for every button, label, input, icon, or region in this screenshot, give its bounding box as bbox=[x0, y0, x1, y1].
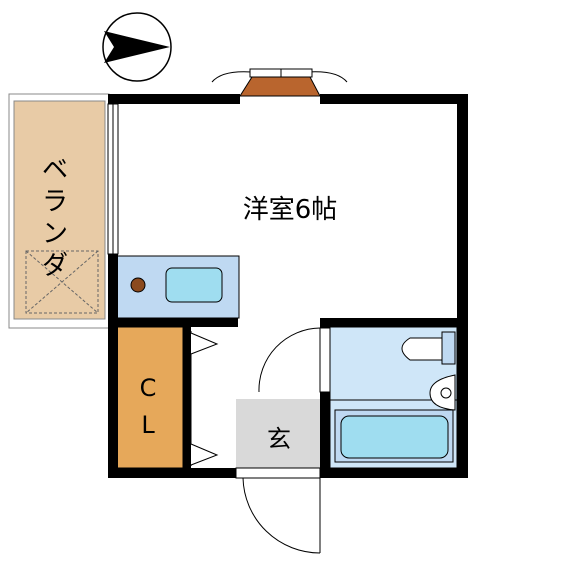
kitchen-counter bbox=[116, 255, 240, 319]
wall-bath-left-bottom bbox=[320, 392, 330, 478]
wall-kitchen-bottom bbox=[108, 318, 238, 327]
front-door-swing bbox=[242, 477, 321, 554]
window-left-arc bbox=[211, 71, 253, 83]
wall-left-upper bbox=[108, 254, 118, 478]
front-door-leaf bbox=[235, 467, 321, 479]
window-right-arc bbox=[306, 71, 348, 83]
veranda-label-char-4: ダ bbox=[42, 251, 68, 281]
aircon-unit bbox=[239, 76, 321, 97]
bathroom bbox=[329, 326, 458, 469]
entrance-floor bbox=[236, 399, 320, 468]
north-arrow-icon bbox=[104, 31, 170, 63]
stove-burner-icon bbox=[130, 277, 146, 293]
bathtub-inner bbox=[340, 415, 449, 459]
wall-top-left bbox=[108, 94, 240, 104]
wall-closet-right bbox=[183, 327, 191, 468]
wall-bath-left-top bbox=[320, 318, 330, 328]
veranda: ベ ラ ン ダ bbox=[8, 93, 110, 329]
wall-bath-top bbox=[320, 318, 468, 327]
wall-top-right bbox=[320, 94, 468, 104]
washbasin-drain bbox=[440, 387, 452, 399]
closet-label-line1: C bbox=[140, 374, 157, 402]
wall-bottom-right bbox=[320, 468, 468, 478]
veranda-label-char-1: ベ bbox=[42, 155, 68, 185]
closet-door-top bbox=[190, 332, 219, 355]
hatch-box bbox=[25, 250, 99, 314]
front-door bbox=[235, 467, 321, 554]
closet: C L bbox=[115, 326, 219, 469]
closet-door-bottom bbox=[190, 443, 219, 466]
closet-label-line2: L bbox=[141, 411, 155, 439]
hatch-diagonal-2 bbox=[25, 250, 99, 314]
toilet-bowl-icon bbox=[401, 337, 443, 361]
toilet-tank bbox=[441, 331, 456, 365]
washbasin-icon bbox=[429, 374, 456, 411]
western-room-label: 洋室6帖 bbox=[243, 195, 338, 225]
walls bbox=[108, 94, 468, 478]
veranda-label-char-2: ラ bbox=[42, 187, 68, 217]
veranda-floor bbox=[13, 100, 106, 320]
wall-right bbox=[457, 94, 468, 478]
bathroom-door-jamb bbox=[319, 327, 331, 393]
entrance-label: 玄 bbox=[267, 425, 291, 453]
top-window bbox=[211, 68, 348, 97]
wall-bottom-left bbox=[108, 468, 236, 478]
entrance: 玄 bbox=[236, 399, 320, 468]
veranda-label-char-3: ン bbox=[42, 219, 68, 249]
compass bbox=[102, 12, 172, 82]
bathroom-door-swing bbox=[258, 327, 321, 393]
sink-basin bbox=[165, 267, 223, 303]
bathroom-door bbox=[258, 327, 331, 393]
veranda-sliding-window bbox=[107, 103, 119, 255]
